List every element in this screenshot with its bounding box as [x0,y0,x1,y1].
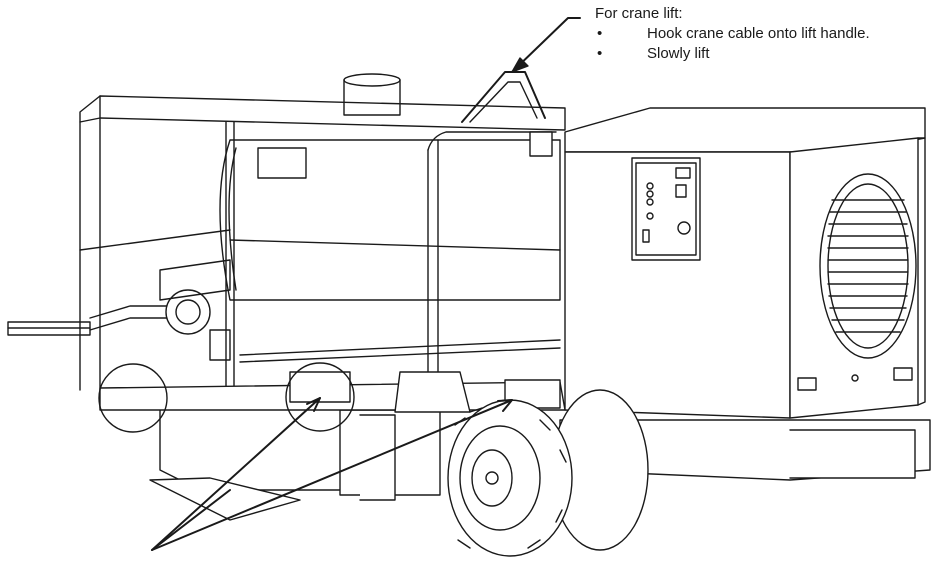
callout-list: • Hook crane cable onto lift handle. • S… [595,24,870,64]
trailer-wheels [447,389,649,557]
crane-lift-arrow [511,17,581,73]
list-item: • Slowly lift [595,44,870,64]
callout-bullet-2: Slowly lift [647,45,710,62]
tank-and-frame [79,71,566,413]
pointer-arrows [151,397,513,551]
list-item: • Hook crane cable onto lift handle. [595,24,870,44]
highlight-circle-front [98,363,168,433]
bullet-icon: • [597,45,603,62]
crane-lift-callout: For crane lift: • Hook crane cable onto … [595,4,870,64]
heater-cabinet [564,107,926,419]
callout-title: For crane lift: [595,5,683,22]
highlight-circles [98,362,355,433]
highlight-circle-mid [285,362,355,432]
callout-bullet-1: Hook crane cable onto lift handle. [647,25,870,42]
bullet-icon: • [597,25,603,42]
